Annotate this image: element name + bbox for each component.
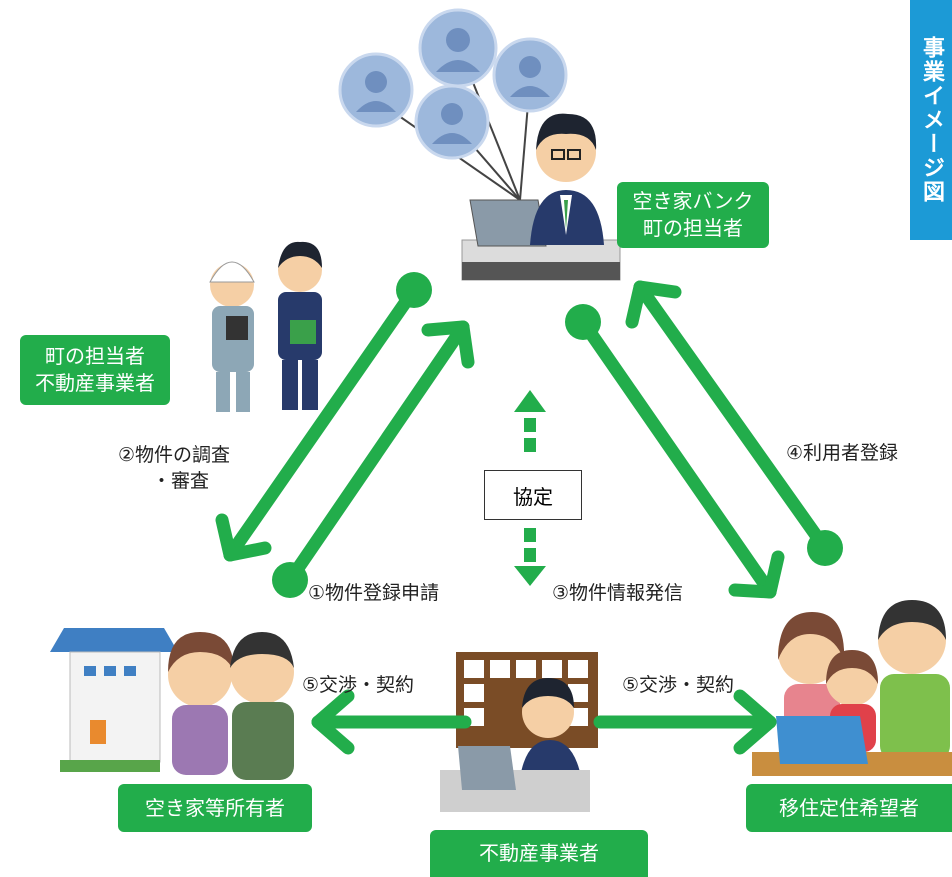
- page-tab-label: 事業イメージ図: [910, 0, 952, 240]
- applicant-label: 移住定住希望者: [746, 784, 952, 832]
- realtor-label: 不動産事業者: [430, 830, 648, 877]
- bank-staff-label-line1: 空き家バンク: [632, 189, 754, 213]
- owner-label: 空き家等所有者: [118, 784, 312, 832]
- agreement-arrow: [514, 390, 546, 586]
- user-avatars: [338, 8, 568, 201]
- town-staff-label-line1: 町の担当者: [45, 344, 145, 368]
- step5-right-label: ⑤交渉・契約: [622, 674, 735, 696]
- arrow-endpoints: [272, 272, 843, 598]
- inspectors-illustration: [209, 241, 322, 412]
- realtor-illustration: [440, 652, 598, 812]
- step2-label-line2: ・審査: [152, 470, 210, 492]
- step1-label: ①物件登録申請: [308, 582, 440, 604]
- step4-label: ④利用者登録: [786, 442, 899, 464]
- flow-arrows: [215, 280, 832, 755]
- owners-illustration: [50, 628, 294, 780]
- agreement-box: 協定: [484, 470, 582, 520]
- family-illustration: [752, 600, 952, 776]
- town-staff-label-line2: 不動産事業者: [35, 371, 155, 395]
- step5-left-label: ⑤交渉・契約: [302, 674, 415, 696]
- bank-staff-illustration: [461, 113, 621, 281]
- step2-label-line1: ②物件の調査: [118, 444, 231, 466]
- step3-label: ③物件情報発信: [552, 582, 684, 604]
- town-staff-label: 町の担当者 不動産事業者: [20, 335, 170, 405]
- bank-staff-label-line2: 町の担当者: [643, 216, 743, 240]
- bank-staff-label: 空き家バンク 町の担当者: [617, 182, 769, 248]
